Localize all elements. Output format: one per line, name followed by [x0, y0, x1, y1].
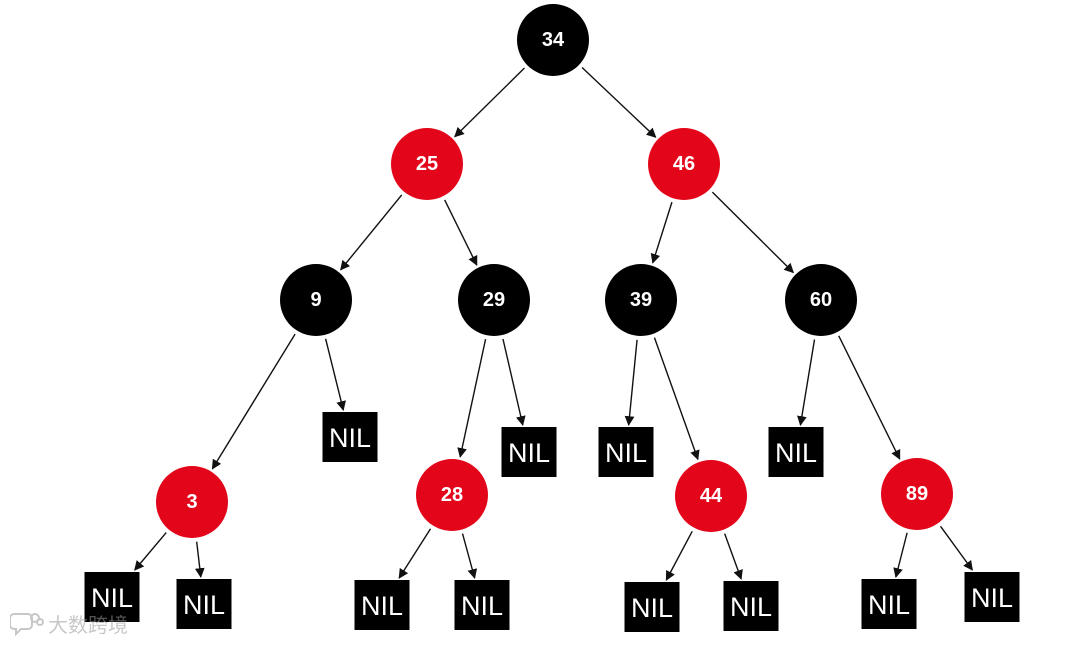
- node-label: 25: [416, 153, 438, 175]
- edge-n28-nil-28r: [461, 533, 478, 579]
- nil-leaf: NIL: [84, 572, 140, 622]
- tree-nodes: 34 25 46 9 29 39 60 3 28 44 89: [156, 4, 953, 538]
- node-circle: [517, 4, 589, 76]
- edge-n9-n3: [211, 333, 296, 470]
- node-circle: [391, 128, 463, 200]
- nil-leaf: NIL: [861, 579, 917, 629]
- nil-label: NIL: [183, 590, 225, 620]
- nil-box: [176, 579, 232, 629]
- nil-label: NIL: [508, 438, 550, 468]
- edge-n46-n39: [650, 201, 673, 264]
- nil-leaf: NIL: [176, 579, 232, 629]
- tree-node-34: 34: [517, 4, 589, 76]
- nil-box: [768, 427, 824, 477]
- nil-label: NIL: [775, 438, 817, 468]
- nil-leaf: NIL: [964, 572, 1020, 622]
- edge-n28-nil-28l: [398, 528, 432, 579]
- nil-label: NIL: [91, 583, 133, 613]
- tree-node-39: 39: [605, 264, 677, 336]
- node-label: 29: [483, 289, 505, 311]
- nil-leaf: NIL: [624, 582, 680, 632]
- tree-node-25: 25: [391, 128, 463, 200]
- nil-box: [861, 579, 917, 629]
- node-label: 44: [700, 485, 723, 507]
- tree-node-29: 29: [458, 264, 530, 336]
- node-circle: [156, 466, 228, 538]
- edge-n60-n89: [838, 335, 901, 460]
- edge-n34-n25: [454, 67, 525, 138]
- chat-bubble-icon: [10, 612, 44, 636]
- nil-box: [501, 427, 557, 477]
- edge-n34-n46: [581, 66, 657, 138]
- nil-label: NIL: [329, 423, 371, 453]
- edge-n89-nil-89l: [893, 532, 908, 578]
- nil-leaf: NIL: [354, 580, 410, 630]
- node-circle: [881, 458, 953, 530]
- nil-label: NIL: [730, 592, 772, 622]
- watermark: 大数跨境: [10, 609, 128, 638]
- node-label: 9: [310, 289, 321, 311]
- edge-n44-nil-44r: [724, 533, 743, 580]
- nil-leaf: NIL: [723, 581, 779, 631]
- nil-leaf: NIL: [598, 427, 654, 477]
- node-circle: [648, 128, 720, 200]
- nil-leaves: NIL NIL NIL NIL NIL NIL NIL NIL NIL NIL NIL NIL: [84, 412, 1020, 632]
- edge-n25-n9: [340, 194, 403, 271]
- node-label: 3: [186, 491, 197, 513]
- tree-node-60: 60: [785, 264, 857, 336]
- edge-n44-nil-44l: [665, 530, 693, 581]
- edge-n29-nil-29r: [502, 338, 526, 426]
- nil-box: [322, 412, 378, 462]
- tree-node-89: 89: [881, 458, 953, 530]
- nil-label: NIL: [605, 438, 647, 468]
- nil-label: NIL: [361, 591, 403, 621]
- nil-label: NIL: [631, 593, 673, 623]
- edge-n89-nil-89r: [939, 525, 973, 571]
- nil-box: [624, 582, 680, 632]
- nil-label: NIL: [461, 591, 503, 621]
- node-circle: [416, 459, 488, 531]
- node-label: 28: [441, 484, 463, 506]
- nil-box: [454, 580, 510, 630]
- node-label: 60: [810, 289, 832, 311]
- node-circle: [458, 264, 530, 336]
- edge-n29-n28: [457, 338, 487, 458]
- nil-box: [964, 572, 1020, 622]
- nil-leaf: NIL: [501, 427, 557, 477]
- tree-node-46: 46: [648, 128, 720, 200]
- node-circle: [280, 264, 352, 336]
- edge-n39-n44: [653, 337, 700, 461]
- tree-node-3: 3: [156, 466, 228, 538]
- watermark-text: 大数跨境: [48, 613, 128, 637]
- nil-label: NIL: [868, 590, 910, 620]
- nil-box: [598, 427, 654, 477]
- node-circle: [785, 264, 857, 336]
- node-circle: [605, 264, 677, 336]
- nil-leaf: NIL: [454, 580, 510, 630]
- node-label: 39: [630, 289, 652, 311]
- nil-box: [723, 581, 779, 631]
- nil-box: [354, 580, 410, 630]
- nil-label: NIL: [971, 583, 1013, 613]
- edge-n3-nil-3l: [134, 532, 167, 571]
- edge-n9-nil-9r: [324, 338, 346, 411]
- tree-node-9: 9: [280, 264, 352, 336]
- nil-leaf: NIL: [322, 412, 378, 462]
- node-label: 89: [906, 483, 928, 505]
- edge-n46-n60: [711, 191, 795, 274]
- node-circle: [675, 460, 747, 532]
- tree-node-28: 28: [416, 459, 488, 531]
- edge-n25-n29: [444, 199, 478, 266]
- node-label: 34: [542, 29, 565, 51]
- nil-leaf: NIL: [768, 427, 824, 477]
- edge-n3-nil-3r: [194, 541, 205, 578]
- edge-n60-nil-60l: [797, 339, 816, 426]
- tree-node-44: 44: [675, 460, 747, 532]
- nil-box: [84, 572, 140, 622]
- edges: [134, 66, 973, 581]
- edge-n39-nil-39l: [624, 339, 638, 426]
- node-label: 46: [673, 153, 695, 175]
